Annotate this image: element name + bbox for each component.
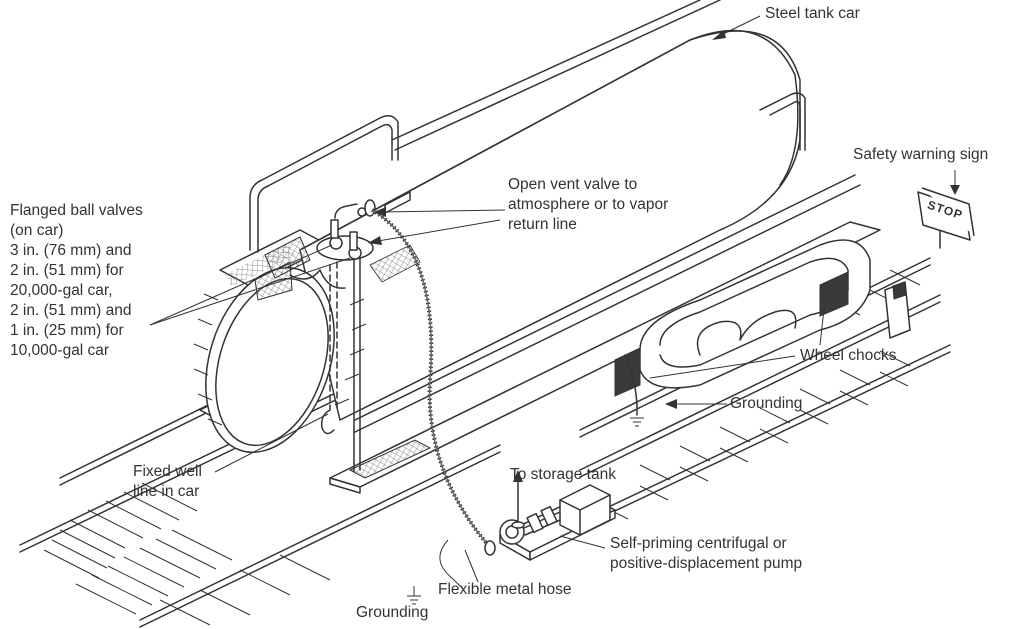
label-pump-line-1: Self-priming centrifugal or	[610, 535, 787, 552]
railroad-track-left	[19, 344, 501, 628]
railroad-ties-left	[43, 482, 331, 626]
grounding-rod-right	[624, 354, 644, 427]
flexible-metal-hose	[370, 208, 490, 547]
label-ball-valves-line-5: 20,000-gal car,	[10, 282, 113, 299]
label-ball-valves-line-4: 2 in. (51 mm) for	[10, 262, 124, 279]
label-fixed-well-line-1: Fixed well	[133, 463, 202, 480]
label-flexible-metal-hose: Flexible metal hose	[438, 581, 572, 598]
label-ball-valves-line-8: 10,000-gal car	[10, 342, 110, 359]
label-vent-valve-line-2: atmosphere or to vapor	[508, 196, 669, 213]
label-vent-valve-line-3: return line	[508, 216, 577, 233]
tank-handrails	[249, 0, 806, 473]
label-ball-valves-line-1: Flanged ball valves	[10, 202, 143, 219]
grounding-rod-bottom	[407, 539, 463, 605]
label-pump-line-2: positive-displacement pump	[610, 555, 803, 572]
label-ball-valves-line-6: 2 in. (51 mm) and	[10, 302, 132, 319]
label-grounding-bottom: Grounding	[356, 604, 429, 621]
pump-assembly	[484, 470, 616, 561]
label-safety-warning-sign: Safety warning sign	[853, 146, 989, 163]
label-ball-valves-line-7: 1 in. (25 mm) for	[10, 322, 124, 339]
label-pump: Self-priming centrifugal or positive-dis…	[610, 534, 802, 574]
label-grounding-right: Grounding	[730, 395, 803, 412]
label-fixed-well-line-2: line in car	[133, 483, 200, 500]
stop-sign	[917, 187, 975, 249]
label-vent-valve: Open vent valve to atmosphere or to vapo…	[508, 175, 668, 235]
track-end-post	[884, 281, 911, 339]
valve-assembly	[316, 199, 376, 261]
leader-lines	[149, 15, 960, 583]
label-fixed-well-line: Fixed well line in car	[133, 462, 202, 502]
label-ball-valves-line-3: 3 in. (76 mm) and	[10, 242, 132, 259]
label-to-storage-tank: To storage tank	[510, 466, 616, 483]
label-ball-valves-line-2: (on car)	[10, 222, 64, 239]
label-ball-valves: Flanged ball valves (on car) 3 in. (76 m…	[10, 201, 143, 361]
label-steel-tank-car: Steel tank car	[765, 5, 860, 22]
label-wheel-chocks: Wheel chocks	[800, 347, 897, 364]
label-vent-valve-line-1: Open vent valve to	[508, 176, 638, 193]
